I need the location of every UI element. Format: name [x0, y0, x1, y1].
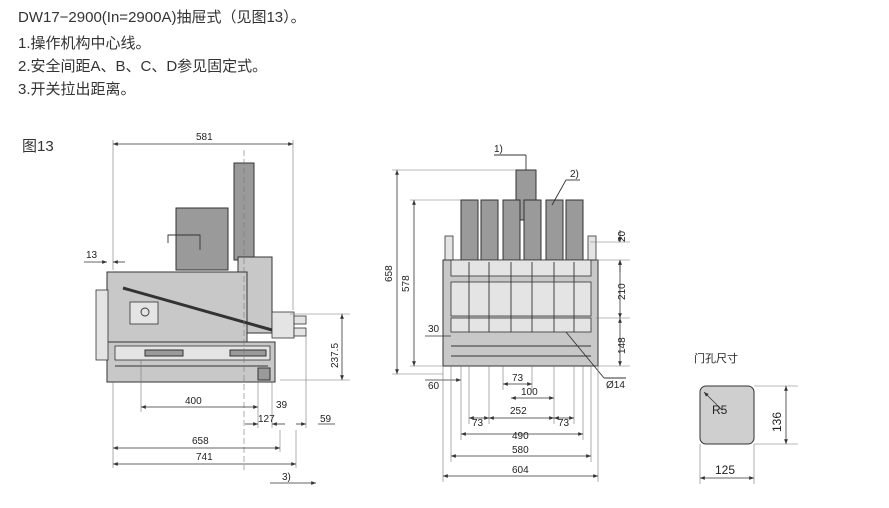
note-3: 3.开关拉出距离。 — [18, 81, 136, 98]
dim-60-label: 60 — [428, 381, 440, 392]
side-rod — [122, 286, 273, 332]
dim-580-label: 580 — [512, 445, 529, 456]
dim-13-label: 13 — [86, 250, 98, 261]
dim-39-label: 39 — [276, 400, 288, 411]
dim-210-label: 210 — [617, 283, 628, 300]
dim-20-label: 20 — [617, 230, 628, 242]
dim-127-label: 127 — [258, 414, 275, 425]
dim-73-right-label: 73 — [558, 418, 570, 429]
note-2: 2.安全间距A、B、C、D参见固定式。 — [18, 58, 268, 75]
dim-578-label: 578 — [401, 275, 412, 292]
dim-604-label: 604 — [512, 465, 529, 476]
dim-581-label: 581 — [196, 132, 213, 143]
dim-658-v-label: 658 — [384, 265, 395, 282]
door-cutout-height: 136 — [770, 412, 784, 432]
dim-400-label: 400 — [185, 396, 202, 407]
note-3-marker: 3) — [282, 472, 291, 483]
side-view: 581 13 237.5 400 39 127 59 658 — [84, 132, 350, 485]
door-cutout-title: 门孔尺寸 — [694, 351, 738, 365]
document-title: DW17−2900(In=2900A)抽屉式（见图13）。 — [18, 9, 306, 26]
side-detail — [129, 301, 159, 325]
dim-252-label: 252 — [510, 406, 527, 417]
front-poles — [460, 199, 584, 261]
side-upper-block — [175, 207, 229, 271]
side-main-body — [106, 271, 248, 343]
callout-2: 2) — [570, 169, 579, 180]
dim-148-label: 148 — [617, 337, 628, 354]
note-1: 1.操作机构中心线。 — [18, 35, 151, 52]
dim-30-label: 30 — [428, 324, 440, 335]
dim-237-5-label: 237.5 — [330, 343, 341, 368]
side-foot — [257, 367, 271, 381]
door-cutout-width: 125 — [715, 463, 735, 477]
dim-490-label: 490 — [512, 431, 529, 442]
handle-icon — [167, 234, 201, 250]
dim-73-left-label: 73 — [472, 418, 484, 429]
callout-1: 1) — [494, 144, 503, 155]
dim-73-top-label: 73 — [512, 373, 524, 384]
dim-741-label: 741 — [196, 452, 213, 463]
dim-100-label: 100 — [521, 387, 538, 398]
door-cutout: 门孔尺寸 R5 136 125 — [694, 351, 798, 484]
dim-59-label: 59 — [320, 414, 332, 425]
door-cutout-radius: R5 — [712, 403, 728, 417]
door-cutout-shape — [699, 385, 755, 445]
front-view: 1) 2) 658 578 20 210 148 30 60 — [384, 144, 630, 482]
figure-label: 图13 — [22, 138, 54, 155]
dim-658-label: 658 — [192, 436, 209, 447]
dim-dia14-label: Ø14 — [606, 380, 625, 391]
